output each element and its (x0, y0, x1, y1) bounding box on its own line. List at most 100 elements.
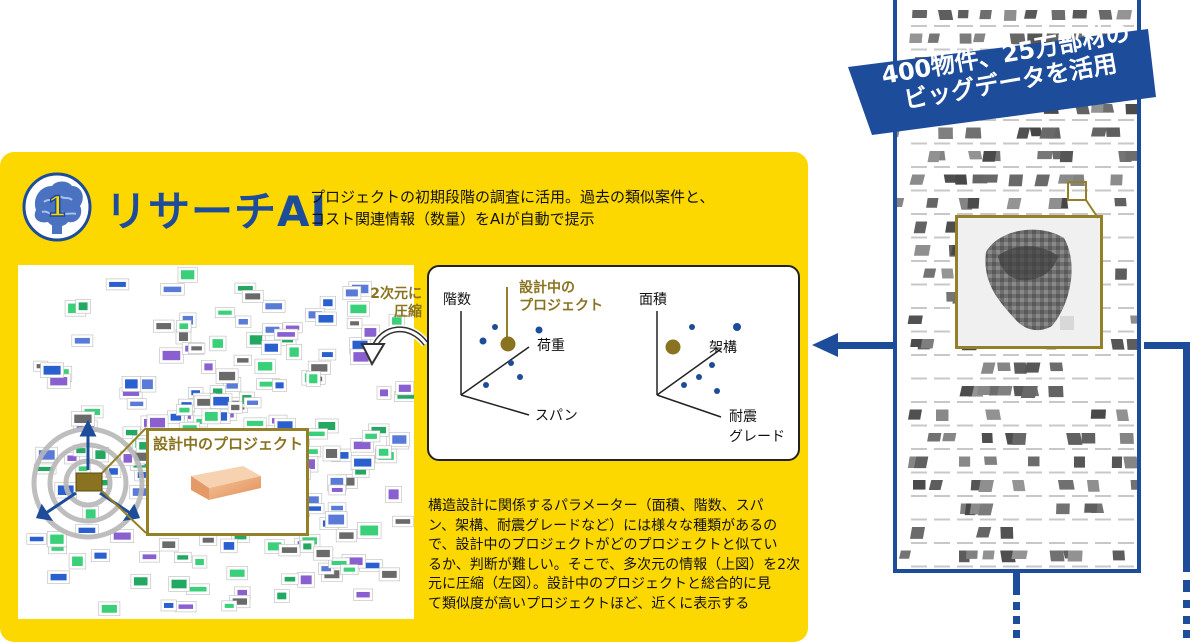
panel-description: プロジェクトの初期段階の調査に活用。過去の類似案件と、 コスト関連情報（数量）を… (310, 186, 780, 230)
project-thumbnail (313, 546, 334, 561)
project-thumbnail (350, 455, 375, 470)
member-thumbnail (911, 174, 956, 192)
member-thumbnail (980, 433, 1083, 450)
member-thumbnail (911, 10, 928, 27)
member-thumbnail (1072, 433, 1096, 450)
project-thumbnail (47, 570, 70, 584)
project-thumbnail (395, 381, 414, 396)
callout-label: 設計中のプロジェクト (153, 435, 304, 453)
member-thumbnail (967, 198, 996, 215)
member-thumbnail (965, 127, 996, 145)
member-thumbnail (1118, 354, 1134, 356)
member-thumbnail (911, 268, 954, 286)
project-thumbnail (71, 334, 94, 347)
project-thumbnail (325, 511, 348, 528)
member-thumbnail (1059, 151, 1088, 168)
project-thumbnail (64, 452, 80, 465)
member-thumbnail (1116, 10, 1134, 27)
project-thumbnail (361, 430, 381, 443)
project-thumbnail (126, 398, 147, 410)
project-thumbnail (375, 445, 392, 460)
member-thumbnail (1049, 409, 1129, 427)
panel-title: リサーチAI (105, 187, 328, 236)
member-thumbnail (977, 386, 1019, 403)
member-thumbnail (1016, 127, 1065, 145)
member-thumbnail (1118, 104, 1137, 121)
project-thumbnail (378, 567, 401, 582)
member-thumbnail (1095, 307, 1111, 309)
project-thumbnail (214, 307, 236, 319)
member-thumbnail (1049, 10, 1066, 27)
member-thumbnail (927, 151, 973, 168)
member-thumbnail (897, 127, 927, 145)
member-thumbnail (927, 433, 1019, 450)
member-thumbnail (1012, 433, 1065, 450)
project-thumbnail (254, 358, 276, 374)
project-thumbnail (262, 299, 286, 313)
member-thumbnail (957, 550, 973, 568)
project-thumbnail (201, 360, 216, 374)
project-thumbnail (91, 549, 110, 563)
project-thumbnail (273, 328, 299, 341)
description-line: プロジェクトの初期段階の調査に活用。過去の類似案件と、 (310, 188, 715, 206)
project-thumbnail (388, 431, 410, 448)
project-thumbnail (98, 601, 121, 617)
project-thumbnail (281, 573, 299, 585)
data-flow-connectors (812, 333, 1190, 638)
member-thumbnail (911, 433, 1018, 450)
project-thumbnail (209, 393, 233, 409)
member-thumbnail (1115, 268, 1134, 286)
member-thumbnail (911, 354, 927, 356)
axis-label-load: 荷重 (537, 338, 565, 354)
member-thumbnail (1095, 401, 1111, 403)
member-thumbnail (911, 480, 927, 497)
project-thumbnail (130, 573, 151, 589)
member-thumbnail (1095, 542, 1111, 544)
axis-label-floors: 階数 (443, 292, 471, 308)
member-thumbnail (1006, 198, 1065, 215)
member-thumbnail (1118, 151, 1137, 168)
member-thumbnail (1095, 339, 1137, 356)
member-thumbnail (909, 527, 1019, 544)
member-thumbnail (1056, 503, 1088, 521)
member-thumbnail (970, 480, 1019, 497)
member-thumbnail (934, 448, 950, 450)
project-thumbnail (40, 362, 64, 378)
project-thumbnail (105, 278, 130, 291)
member-thumbnail (1049, 542, 1065, 544)
member-thumbnail (1072, 10, 1088, 27)
project-thumbnail (226, 566, 248, 581)
member-thumbnail (957, 433, 993, 450)
project-thumbnail (299, 540, 315, 553)
member-thumbnail (1110, 174, 1134, 192)
member-thumbnail (1095, 127, 1121, 145)
current-project-marker (75, 472, 103, 492)
project-thumbnail (357, 522, 382, 539)
explanation-paragraph: 構造設計に関係するパラメーター（面積、階数、スパ ン、架構、耐震グレードなど）に… (428, 498, 801, 612)
project-thumbnail (160, 599, 177, 612)
project-thumbnail (376, 386, 392, 400)
project-thumbnail (176, 320, 192, 333)
project-thumbnail (177, 266, 198, 283)
member-thumbnail (1111, 456, 1134, 474)
member-thumbnail (982, 174, 1019, 192)
member-thumbnail (1003, 409, 1104, 427)
member-thumbnail (1118, 330, 1134, 333)
project-thumbnail (340, 564, 359, 575)
member-thumbnail (1072, 424, 1088, 427)
member-thumbnail (1090, 127, 1134, 145)
member-thumbnail (909, 33, 927, 51)
member-thumbnail (1072, 542, 1088, 544)
member-thumbnail (1095, 471, 1111, 474)
project-thumbnail (361, 324, 380, 341)
member-thumbnail (1095, 315, 1137, 333)
member-thumbnail (934, 127, 953, 145)
member-thumbnail (1049, 339, 1125, 356)
member-thumbnail (1008, 174, 1042, 192)
member-thumbnail (911, 377, 927, 380)
member-thumbnail (957, 456, 973, 474)
member-thumbnail (1072, 456, 1088, 474)
member-thumbnail (979, 10, 996, 27)
member-thumbnail (1048, 198, 1088, 215)
project-thumbnail (139, 551, 160, 563)
